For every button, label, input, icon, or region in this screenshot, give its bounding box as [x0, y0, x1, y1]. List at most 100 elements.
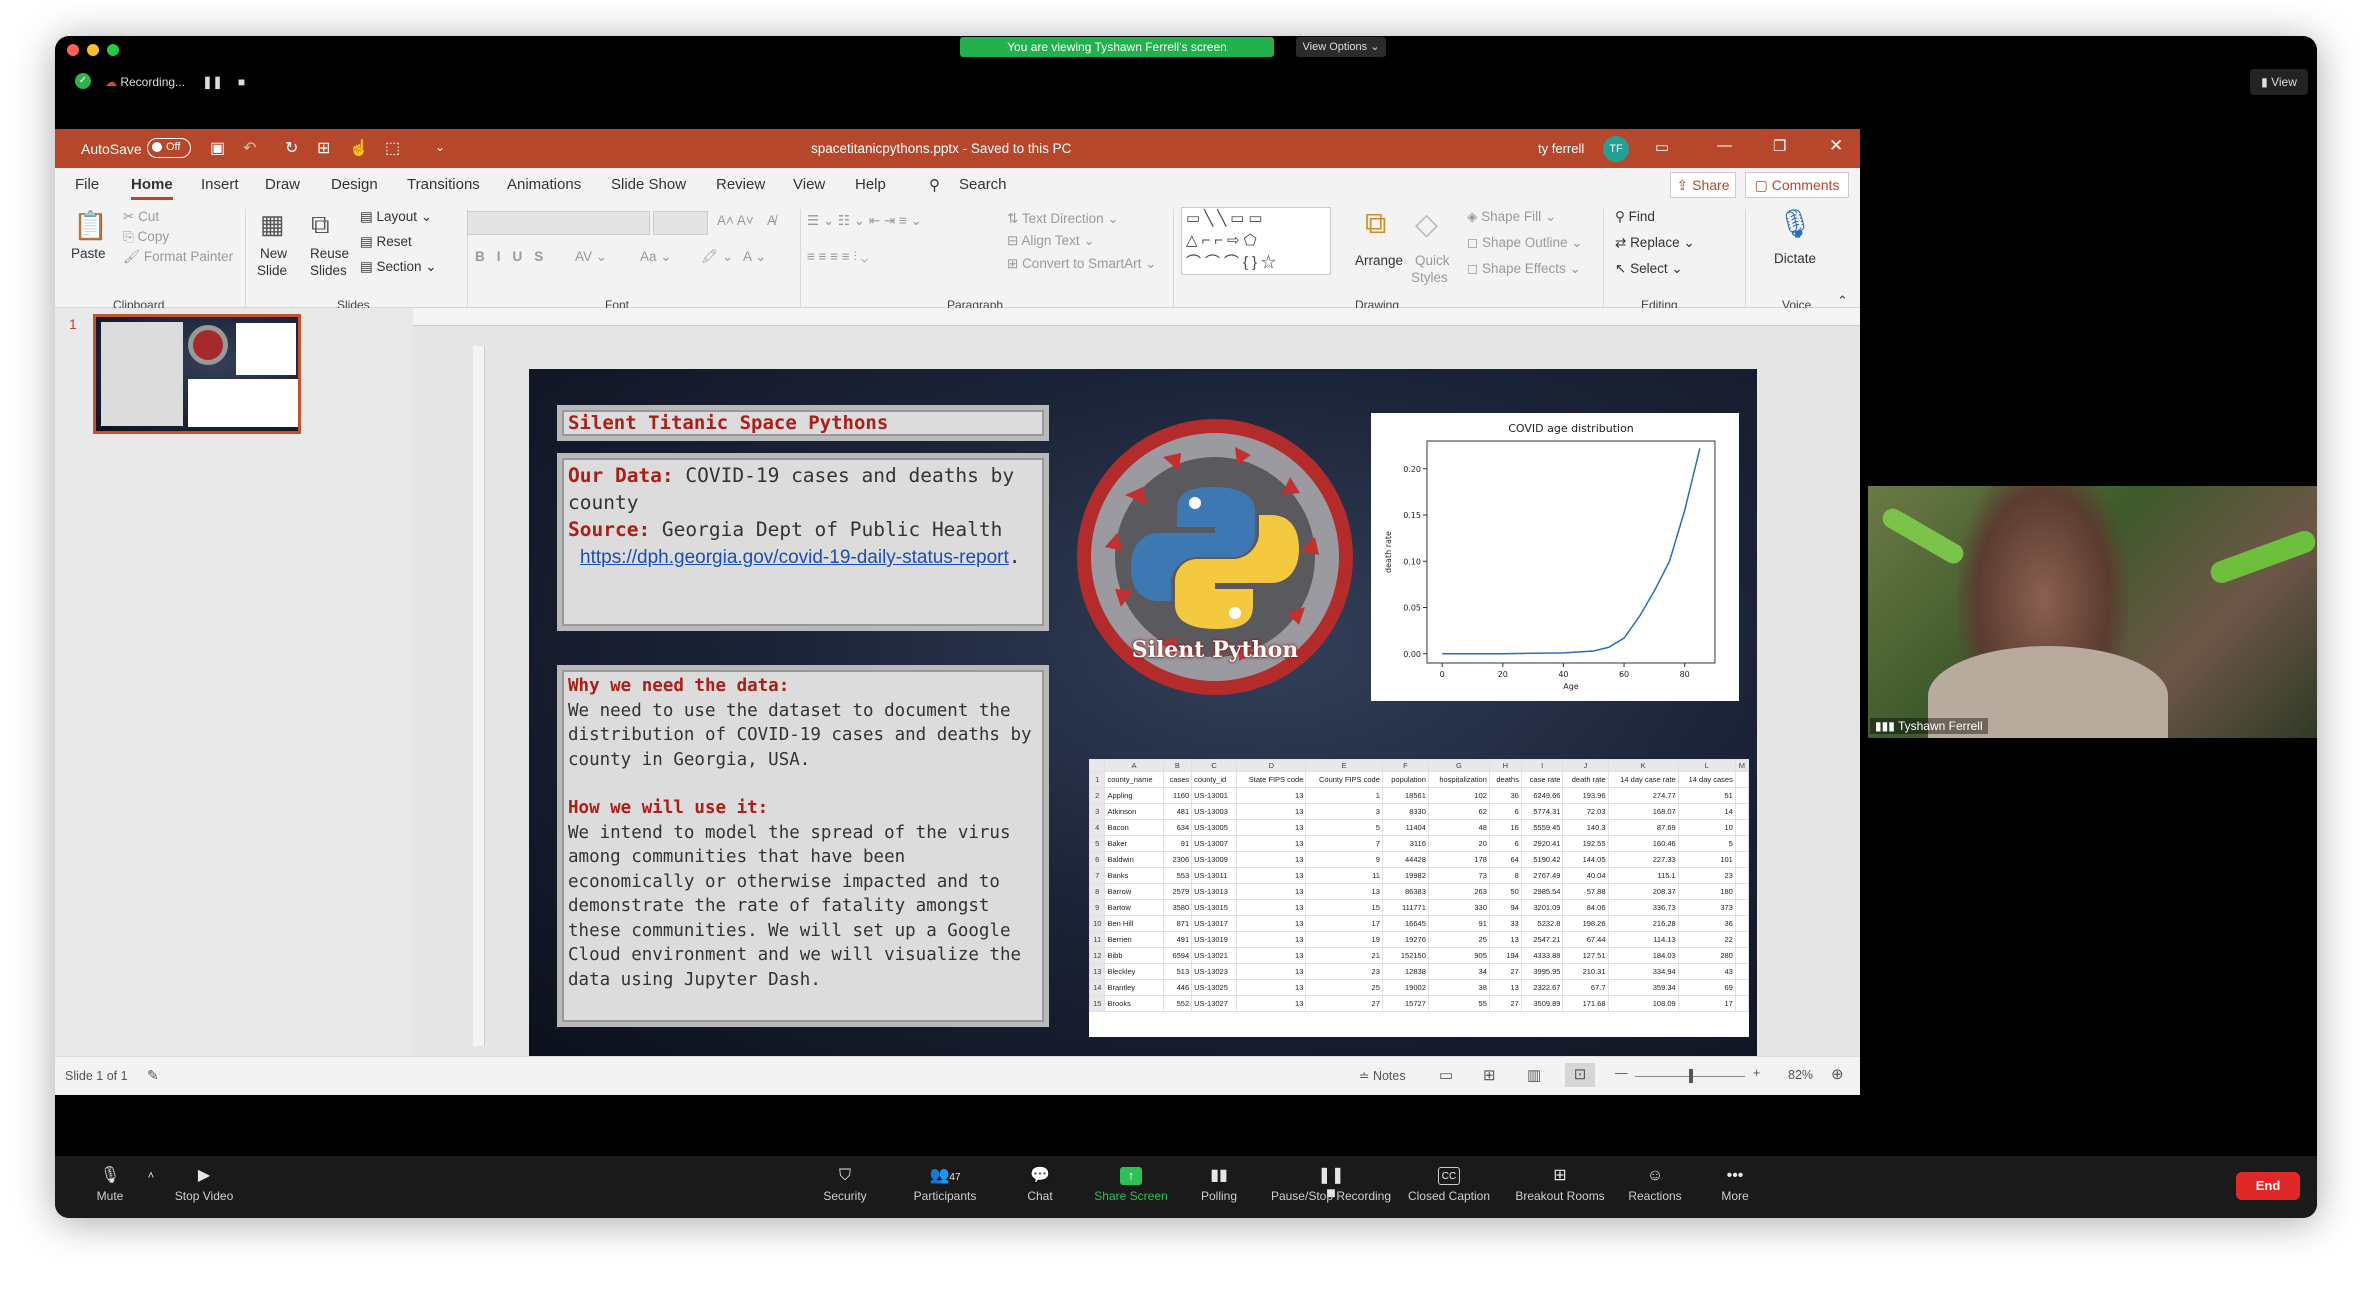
minimize-icon[interactable]: — — [1717, 137, 1732, 154]
reuse-slides-label-2[interactable]: Slides — [310, 263, 347, 278]
zoom-level[interactable]: 82% — [1788, 1068, 1814, 1082]
highlight-icon[interactable]: 🖍 ⌄ — [701, 249, 734, 264]
new-slide-icon[interactable]: ▦ — [260, 209, 285, 239]
clear-formatting-icon[interactable]: A̸ — [767, 213, 777, 228]
stop-recording-icon[interactable]: ■ — [237, 75, 246, 89]
data-source-box[interactable]: Our Data: COVID-19 cases and deaths by c… — [557, 453, 1049, 631]
cut-button[interactable]: ✂ Cut — [123, 209, 160, 224]
save-icon[interactable]: ▣ — [210, 140, 226, 157]
share-screen-button[interactable]: ↑Share Screen — [1066, 1156, 1196, 1218]
slide-sorter-icon[interactable]: ⊞ — [1483, 1067, 1496, 1084]
text-direction-button[interactable]: ⇅ Text Direction ⌄ — [1007, 211, 1119, 226]
breakout-rooms-button[interactable]: ⊞Breakout Rooms — [1490, 1156, 1630, 1218]
layout-button[interactable]: ▤ Layout ⌄ — [360, 209, 433, 224]
align-icons[interactable]: ≡ ≡ ≡ ≡ ⫶ ⌄ — [807, 249, 868, 264]
select-button[interactable]: ↖ Select ⌄ — [1615, 261, 1683, 276]
encryption-shield-icon[interactable]: ✓ — [75, 73, 91, 89]
quick-styles-label-2[interactable]: Styles — [1411, 270, 1448, 285]
align-text-button[interactable]: ⊟ Align Text ⌄ — [1007, 233, 1095, 248]
dictate-button[interactable]: Dictate — [1773, 251, 1817, 266]
close-icon[interactable]: ✕ — [1829, 136, 1844, 155]
arrange-button[interactable]: Arrange — [1355, 253, 1404, 268]
maximize-window-button[interactable] — [107, 44, 119, 56]
shapes-qat-icon[interactable]: ⬚ — [385, 140, 401, 157]
shapes-gallery[interactable]: ▭╲╲▭▭△⌐⌐⇨⬠⌒⌒⌒{}☆ — [1181, 207, 1331, 275]
mute-button[interactable]: 🎙Mute — [55, 1156, 165, 1218]
slideshow-icon[interactable]: ⊡ — [1565, 1063, 1595, 1087]
slide-canvas[interactable]: Silent Titanic Space Pythons Our Data: C… — [529, 369, 1757, 1059]
copy-button[interactable]: ⎘ Copy — [123, 229, 170, 244]
comments-button[interactable]: ▢ Comments — [1745, 172, 1849, 198]
polling-button[interactable]: ▮▮Polling — [1164, 1156, 1274, 1218]
stop-video-button[interactable]: ▶Stop Video — [139, 1156, 269, 1218]
normal-view-icon[interactable]: ▭ — [1439, 1067, 1454, 1084]
undo-icon[interactable]: ↶ — [243, 140, 257, 157]
zoom-in-icon[interactable]: + — [1753, 1066, 1761, 1080]
recording-indicator[interactable]: ☁ Recording... ❚❚ ■ — [105, 69, 245, 95]
slide-thumbnail[interactable] — [93, 314, 301, 434]
tab-draw[interactable]: Draw — [265, 176, 301, 193]
tab-home[interactable]: Home — [131, 176, 173, 200]
pause-stop-recording-button[interactable]: ❚❚ ■Pause/Stop Recording — [1251, 1156, 1411, 1218]
collapse-ribbon-icon[interactable]: ⌃ — [1837, 293, 1848, 308]
format-painter-button[interactable]: 🖌 Format Painter — [123, 249, 234, 264]
zoom-out-icon[interactable]: — — [1615, 1066, 1628, 1080]
search-icon[interactable]: ⚲ — [929, 177, 940, 194]
minimize-window-button[interactable] — [87, 44, 99, 56]
reactions-button[interactable]: ☺Reactions — [1600, 1156, 1710, 1218]
accessibility-icon[interactable]: ✎ — [147, 1067, 159, 1083]
paste-button[interactable]: Paste — [71, 246, 106, 261]
ribbon-display-icon[interactable]: ▭ — [1655, 139, 1670, 156]
participant-video[interactable]: ▮▮▮ Tyshawn Ferrell — [1868, 486, 2317, 738]
shape-fill-button[interactable]: ◈ Shape Fill ⌄ — [1467, 209, 1557, 224]
purpose-box[interactable]: Why we need the data: We need to use the… — [557, 665, 1049, 1027]
bullets-icon[interactable]: ☰ ⌄ ☷ ⌄ ⇤ ⇥ ≡ ⌄ — [807, 213, 922, 228]
reset-button[interactable]: ▤ Reset — [360, 234, 412, 249]
convert-smartart-button[interactable]: ⊞ Convert to SmartArt ⌄ — [1007, 256, 1157, 271]
view-options-button[interactable]: View Options ⌄ — [1296, 37, 1386, 57]
security-button[interactable]: ⛉Security — [790, 1156, 900, 1218]
chat-button[interactable]: 💬Chat — [985, 1156, 1095, 1218]
tab-file[interactable]: File — [75, 176, 100, 193]
redo-icon[interactable]: ↻ — [285, 140, 299, 157]
font-style-buttons[interactable]: BIUS — [475, 249, 556, 264]
search-input[interactable]: Search — [959, 176, 1007, 193]
font-family-select[interactable] — [467, 211, 650, 235]
grow-font-icon[interactable]: A˄ A˅ — [717, 213, 754, 228]
tab-design[interactable]: Design — [331, 176, 378, 193]
more-button[interactable]: •••More — [1680, 1156, 1790, 1218]
view-button[interactable]: ▮ View — [2250, 69, 2308, 95]
find-button[interactable]: ⚲ Find — [1615, 209, 1655, 224]
tab-help[interactable]: Help — [855, 176, 886, 193]
restore-icon[interactable]: ❐ — [1773, 138, 1787, 155]
user-avatar[interactable]: TF — [1603, 136, 1629, 162]
present-from-start-icon[interactable]: ⊞ — [317, 140, 331, 157]
autosave-toggle[interactable]: Off — [147, 138, 191, 158]
source-link[interactable]: https://dph.georgia.gov/covid-19-daily-s… — [580, 547, 1009, 568]
new-slide-label[interactable]: New — [260, 246, 288, 261]
tab-transitions[interactable]: Transitions — [407, 176, 480, 193]
customize-qat-icon[interactable]: ⌄ — [435, 140, 446, 154]
paste-icon[interactable]: 📋 — [73, 210, 108, 241]
shape-outline-button[interactable]: ◻ Shape Outline ⌄ — [1467, 235, 1583, 250]
notes-button[interactable]: ≐ Notes — [1359, 1069, 1406, 1083]
tab-slide-show[interactable]: Slide Show — [611, 176, 687, 193]
audio-options-caret[interactable]: ˄ — [133, 1156, 169, 1218]
font-color-icon[interactable]: A ⌄ — [743, 249, 767, 264]
font-size-select[interactable] — [653, 211, 708, 235]
slide-title[interactable]: Silent Titanic Space Pythons — [557, 405, 1049, 441]
replace-button[interactable]: ⇄ Replace ⌄ — [1615, 235, 1695, 250]
reuse-slides-label[interactable]: Reuse — [310, 246, 350, 261]
tab-view[interactable]: View — [793, 176, 826, 193]
tab-review[interactable]: Review — [716, 176, 766, 193]
share-button[interactable]: ⇪ Share — [1670, 172, 1736, 198]
close-window-button[interactable] — [67, 44, 79, 56]
end-meeting-button[interactable]: End — [2236, 1172, 2300, 1200]
shape-effects-button[interactable]: ◻ Shape Effects ⌄ — [1467, 261, 1581, 276]
quick-styles-icon[interactable]: ◇ — [1415, 208, 1439, 241]
change-case-icon[interactable]: Aa ⌄ — [640, 249, 672, 264]
